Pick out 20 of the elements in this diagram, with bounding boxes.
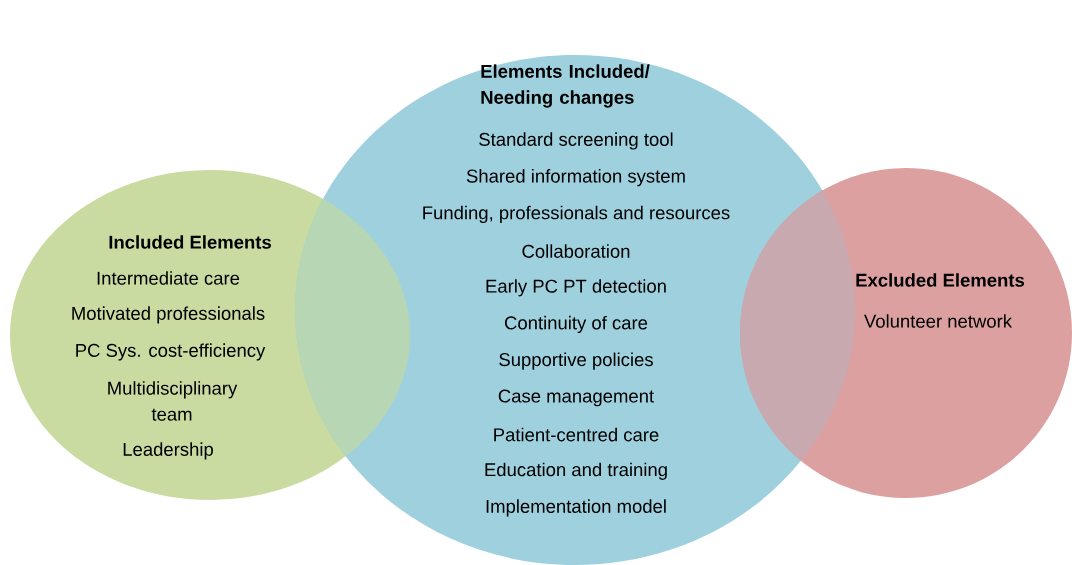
heading: Included Elements — [109, 235, 271, 249]
item-text: PC Sys. cost-efficiency — [76, 343, 266, 361]
item-text: Implementation model — [486, 499, 666, 517]
item-text: Supportive policies — [499, 352, 653, 370]
heading: Excluded Elements — [856, 273, 1025, 287]
item-text: Patient-centred care — [494, 427, 659, 442]
item-text: Early PC PT detection — [486, 279, 666, 297]
item-text: Collaboration — [522, 244, 630, 258]
item-text: Leadership — [123, 442, 213, 460]
item-text: Multidisciplinary team — [108, 381, 238, 421]
item-text: Education and training — [485, 462, 667, 480]
heading: Elements Included/ Needing changes — [481, 64, 650, 108]
item-text: Intermediate care — [97, 271, 240, 285]
item-text: Motivated professionals — [72, 306, 265, 324]
item-text: Standard screening tool — [479, 132, 673, 150]
item-text: Case management — [498, 389, 654, 407]
item-text: Funding, professionals and resources — [423, 205, 730, 223]
item-text: Shared information system — [466, 169, 685, 187]
item-text: Volunteer network — [864, 314, 1013, 328]
item-text: Continuity of care — [504, 315, 648, 334]
